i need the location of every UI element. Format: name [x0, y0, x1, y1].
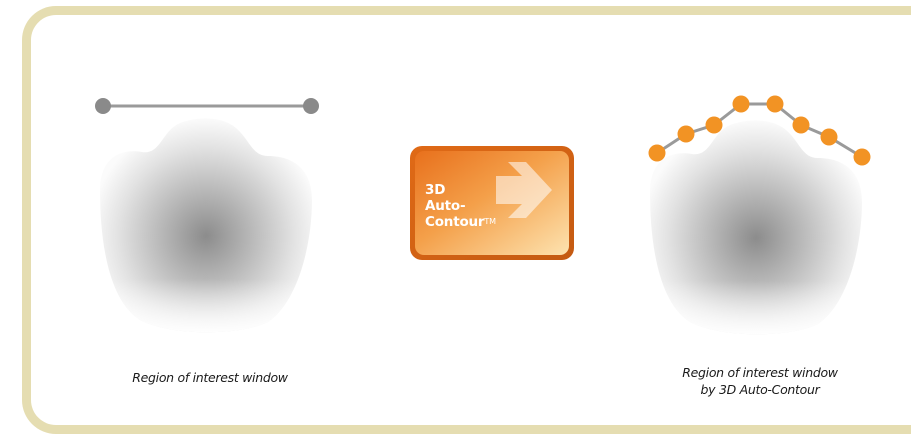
- contour-point: [821, 129, 838, 146]
- contour-point: [854, 149, 871, 166]
- contour-point: [767, 96, 784, 113]
- badge-line-3: ContourTM: [425, 214, 496, 230]
- manual-roi-line: [95, 98, 319, 114]
- contour-point: [793, 117, 810, 134]
- contour-point: [733, 96, 750, 113]
- contour-point: [706, 117, 723, 134]
- badge-line-1: 3D: [425, 182, 496, 198]
- contour-point: [649, 145, 666, 162]
- roi-endpoint-right: [303, 98, 319, 114]
- contour-point: [678, 126, 695, 143]
- badge-label: 3D Auto- ContourTM: [425, 182, 496, 230]
- tooth-left: [100, 118, 312, 332]
- caption-right-line-1: Region of interest window: [640, 364, 880, 381]
- badge-line-2: Auto-: [425, 198, 496, 214]
- caption-left: Region of interest window: [100, 369, 320, 386]
- diagram-stage: 3D Auto- ContourTM Region of interest wi…: [0, 0, 911, 424]
- roi-endpoint-left: [95, 98, 111, 114]
- badge-line-3-text: Contour: [425, 214, 484, 230]
- caption-right-line-2: by 3D Auto-Contour: [640, 381, 880, 398]
- tooth-right: [650, 120, 862, 334]
- caption-right: Region of interest window by 3D Auto-Con…: [640, 364, 880, 398]
- trademark-mark: TM: [484, 217, 495, 226]
